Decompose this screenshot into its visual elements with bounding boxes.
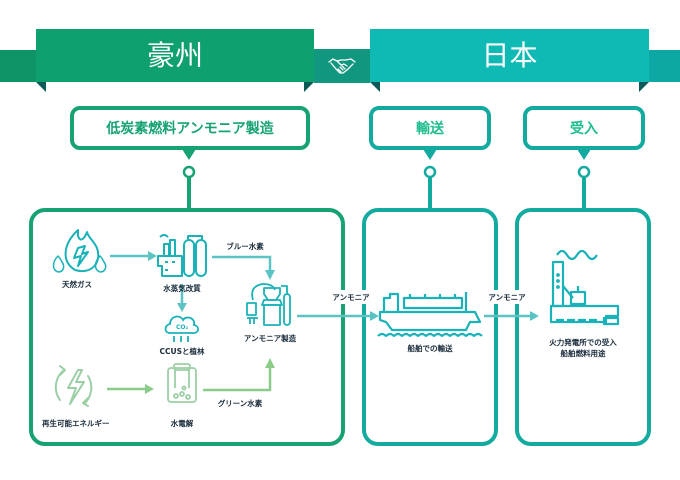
- arrow-green-hydrogen: [203, 366, 272, 392]
- banner-japan-title: 日本: [481, 39, 538, 72]
- ship-icon: [377, 292, 483, 338]
- node-label-steam-reforming: 水蒸気改質: [163, 284, 201, 293]
- node-label-shipping: 船舶での輸送: [407, 344, 453, 353]
- electrolysis-tank-icon: [167, 363, 197, 403]
- panel-transport: [362, 208, 498, 446]
- node-label-ccus: CCUSと植林: [159, 347, 205, 356]
- flow-label-blue-hydrogen: ブルー水素: [226, 242, 264, 251]
- node-label-ammonia-production: アンモニア製造: [243, 334, 297, 343]
- panel-production: [29, 208, 345, 446]
- banner-australia-title: 豪州: [146, 39, 203, 72]
- connector-node-production: [182, 165, 196, 179]
- node-label-electrolysis: 水電解: [170, 419, 194, 428]
- arrow-blue-hydrogen: [212, 255, 272, 272]
- banner-right-tail: [649, 50, 680, 82]
- banner-japan: 日本: [370, 29, 649, 82]
- node-label-renewable: 再生可能エネルギー: [42, 419, 110, 428]
- connector-node-transport: [423, 165, 437, 179]
- co2-cloud-icon: CO₂: [164, 315, 200, 342]
- banner-left-fold: [36, 82, 46, 92]
- callout-pointer-receiving: [577, 149, 591, 160]
- banner-right-fold-left: [370, 82, 380, 92]
- flow-label-green-hydrogen: グリーン水素: [217, 399, 263, 408]
- node-label-receiving-line2: 船舶燃料用途: [560, 349, 606, 358]
- banner-left-tail: [0, 50, 40, 82]
- stage-title-production: 低炭素燃料アンモニア製造: [106, 121, 274, 137]
- node-label-receiving-line1: 火力発電所での受入: [549, 338, 617, 347]
- stage-title-transport: 輸送: [416, 121, 444, 137]
- callout-pointer-transport: [423, 149, 437, 160]
- stage-callout-receiving: 受入: [523, 106, 645, 150]
- renewable-lightning-icon: [54, 365, 93, 407]
- banner-right-fold: [639, 82, 649, 92]
- connector-node-receiving: [577, 165, 591, 179]
- panel-receiving: [515, 208, 651, 446]
- svg-text:CO₂: CO₂: [176, 324, 189, 331]
- stage-callout-transport: 輸送: [369, 106, 491, 150]
- banner-australia: 豪州: [36, 29, 314, 82]
- power-plant-icon: [549, 249, 620, 326]
- flow-label-ammonia-1: アンモニア: [332, 293, 370, 302]
- node-label-natural-gas: 天然ガス: [62, 280, 92, 289]
- banner-left-fold-right: [304, 82, 314, 92]
- handshake-icon: [328, 56, 356, 76]
- chemical-plant-icon: [246, 283, 291, 326]
- callout-pointer-production: [182, 149, 196, 160]
- banner-center: [314, 49, 370, 83]
- factory-icon: [157, 234, 207, 277]
- stage-title-receiving: 受入: [570, 121, 598, 137]
- stage-callout-production: 低炭素燃料アンモニア製造: [70, 106, 310, 150]
- flame-icon: [52, 229, 107, 273]
- flow-label-ammonia-2: アンモニア: [488, 293, 526, 302]
